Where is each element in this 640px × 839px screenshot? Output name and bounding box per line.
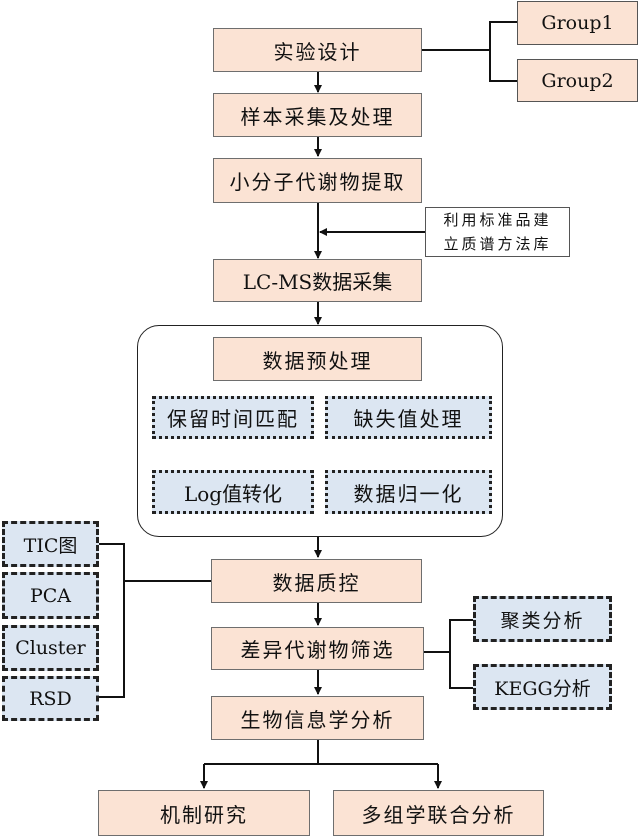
preprocess-log-transform: Log值转化 [152, 470, 314, 514]
step-mechanism-study: 机制研究 [98, 790, 310, 836]
step-experiment-design: 实验设计 [213, 28, 422, 72]
step-data-preprocessing: 数据预处理 [213, 337, 422, 381]
step-lcms-acquisition: LC-MS数据采集 [213, 259, 422, 302]
group2-box: Group2 [517, 59, 638, 102]
step-multiomics-analysis: 多组学联合分析 [333, 790, 544, 836]
step-bioinformatics: 生物信息学分析 [211, 696, 424, 740]
preprocess-missing-values: 缺失值处理 [325, 396, 492, 439]
qc-rsd: RSD [2, 676, 99, 721]
qc-tic: TIC图 [2, 521, 99, 567]
group1-box: Group1 [517, 1, 638, 45]
library-note-line1: 利用标准品建 [443, 211, 552, 229]
qc-cluster: Cluster [2, 625, 99, 671]
step-differential-screening: 差异代谢物筛选 [211, 627, 424, 670]
step-data-qc: 数据质控 [211, 559, 422, 603]
qc-pca: PCA [2, 572, 99, 619]
step-metabolite-extraction: 小分子代谢物提取 [213, 158, 422, 203]
bracket-groups [489, 21, 517, 82]
analysis-clustering: 聚类分析 [473, 596, 612, 642]
bracket-qc [99, 543, 125, 698]
library-note: 利用标准品建 立质谱方法库 [425, 207, 570, 257]
library-note-line2: 立质谱方法库 [443, 235, 552, 253]
step-sample-collection: 样本采集及处理 [213, 93, 422, 137]
preprocess-rt-alignment: 保留时间匹配 [152, 396, 314, 439]
analysis-kegg: KEGG分析 [473, 664, 612, 710]
preprocess-normalization: 数据归一化 [325, 470, 492, 514]
bracket-analysis [449, 619, 473, 689]
